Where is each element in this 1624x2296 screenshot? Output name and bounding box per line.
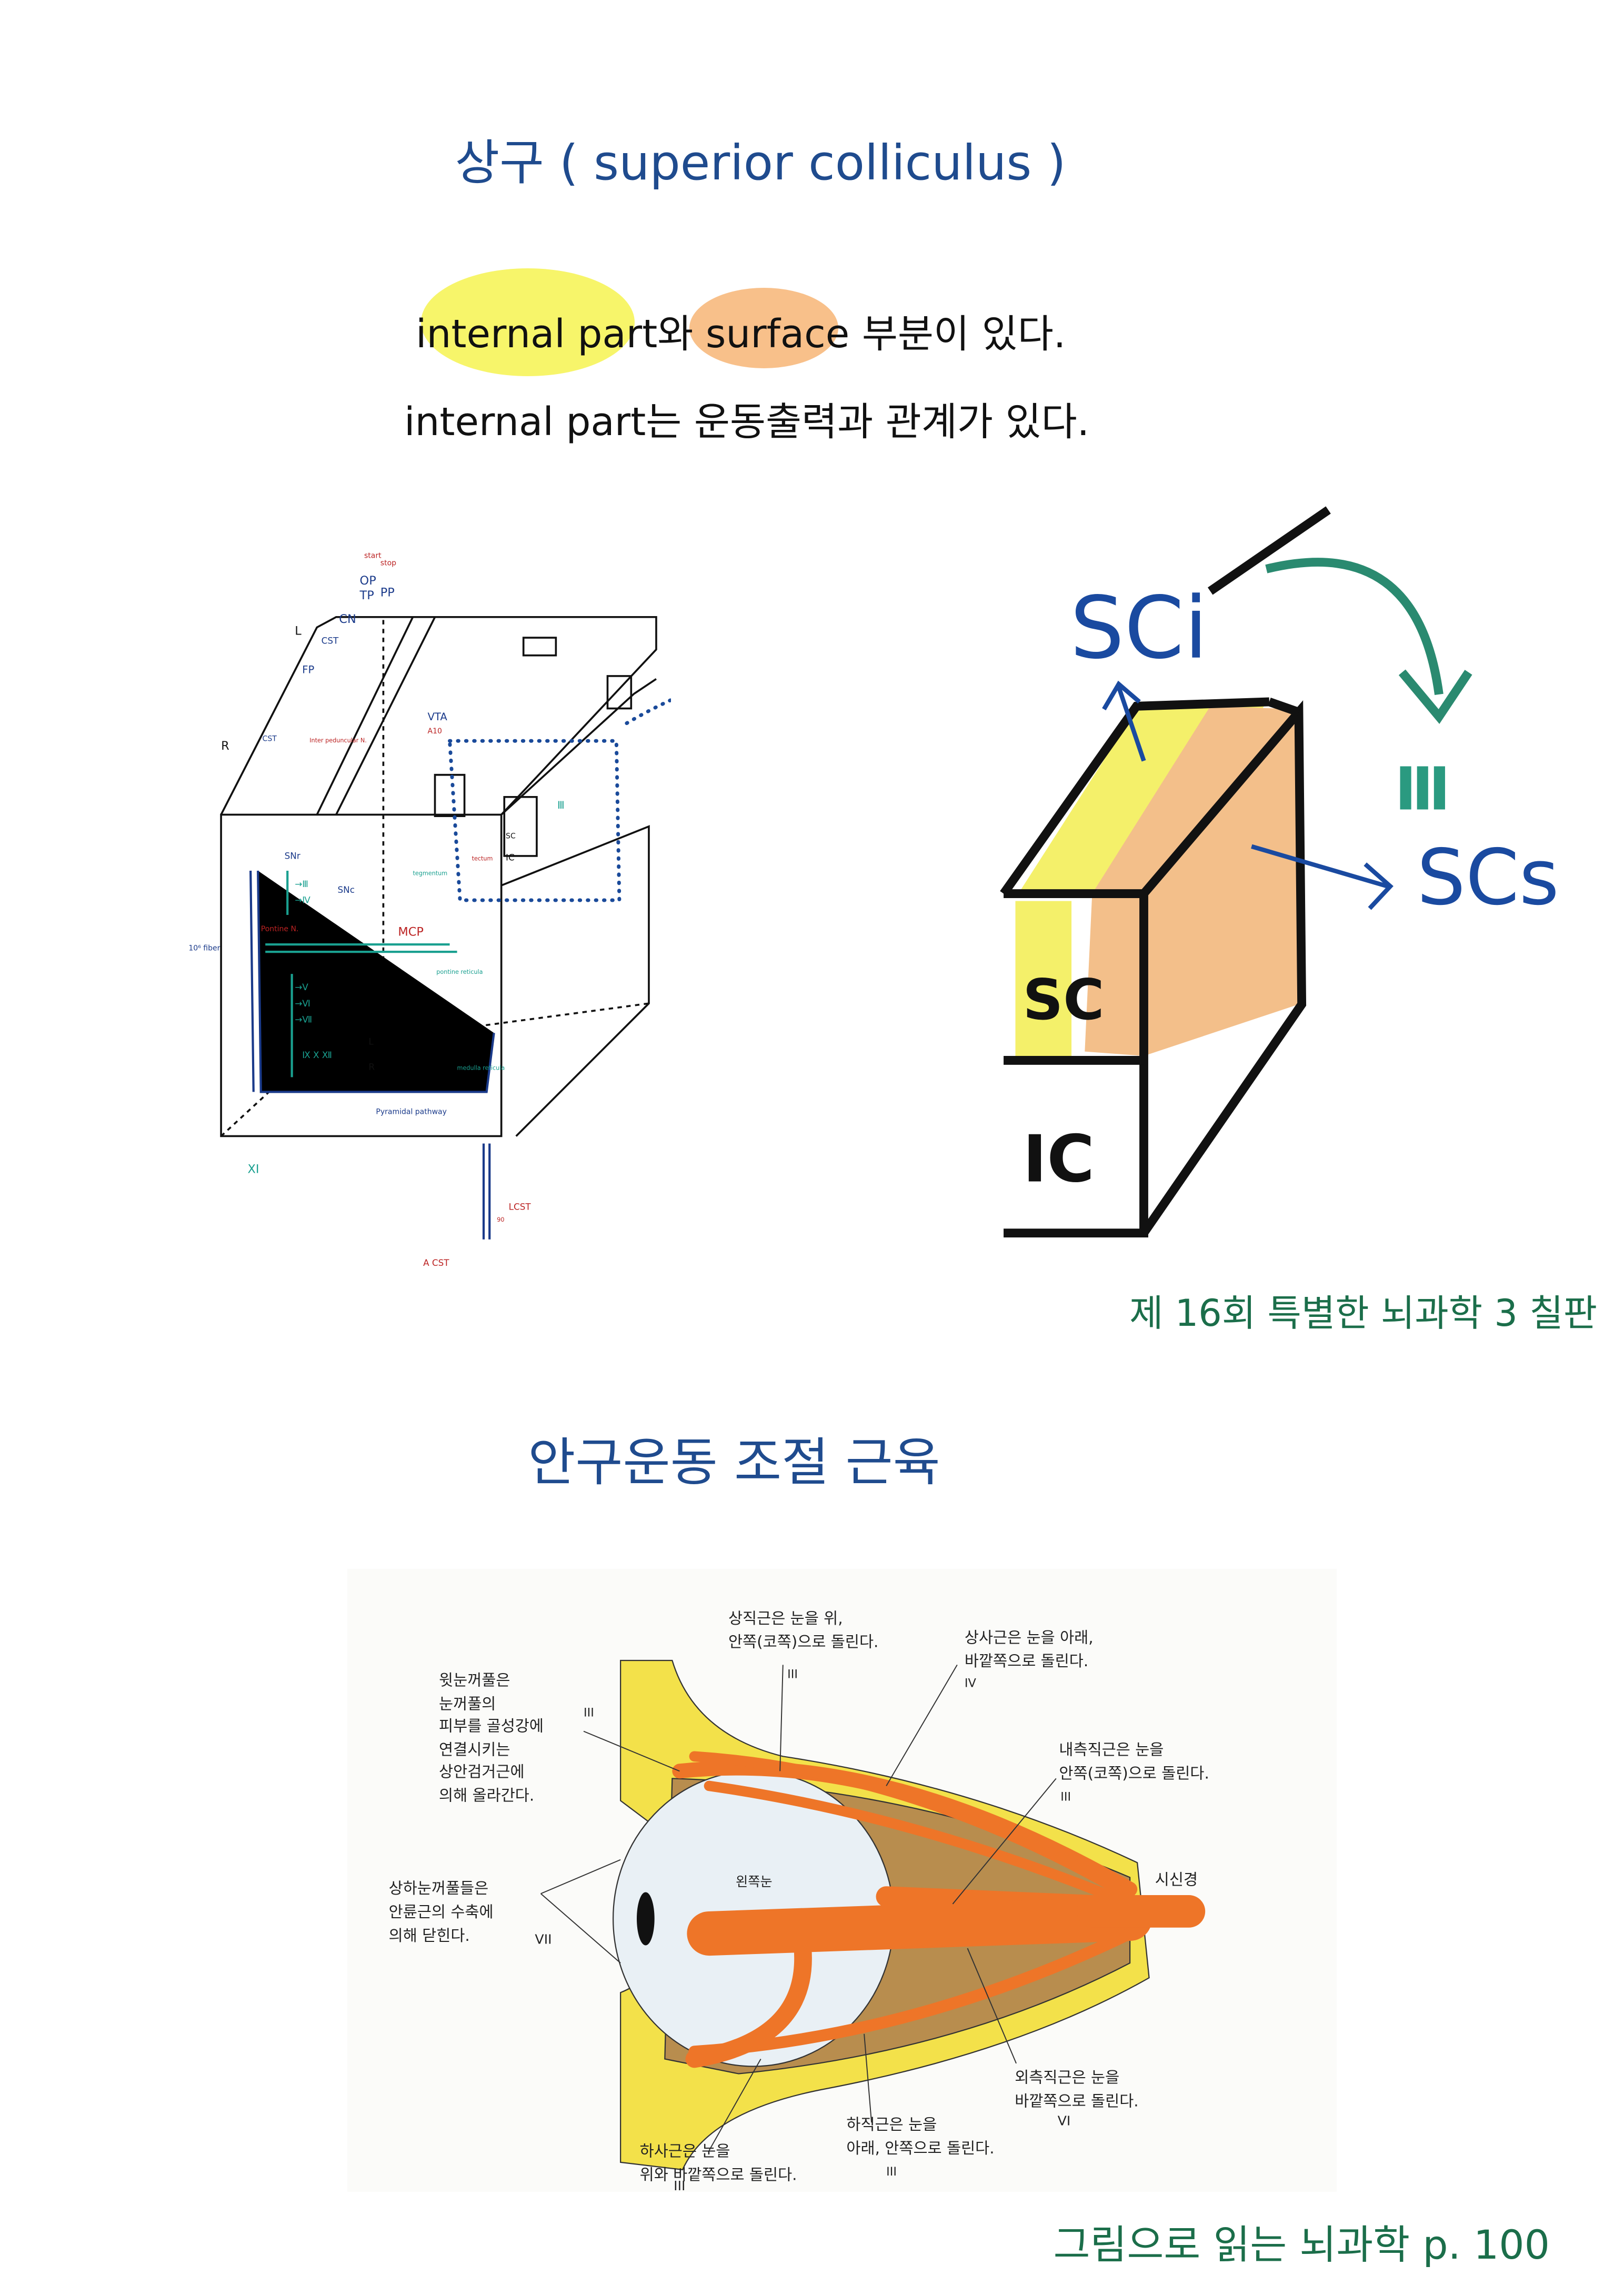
label-op: OP <box>360 574 376 588</box>
label-cst: CST <box>322 635 339 646</box>
label-ic: IC <box>506 852 515 862</box>
label-nerve: III <box>584 1706 594 1720</box>
label-orbicularis-2: 안륜근의 수축에 <box>389 1903 494 1921</box>
label-inferior-rectus-2: 아래, 안쪽으로 돌린다. <box>846 2139 994 2157</box>
label-nerve: III <box>674 2178 685 2192</box>
label-inferior-rectus: 하직근은 눈을 <box>846 2116 937 2133</box>
label-nerve: VII <box>535 1932 552 1947</box>
label-r: R <box>221 739 229 753</box>
label-tegmentum: tegmentum <box>413 870 447 877</box>
label-cn-iii: →Ⅲ <box>295 879 308 889</box>
label-superior-rectus-2: 안쪽(코쪽)으로 돌린다. <box>728 1633 878 1651</box>
label-orbicularis-3: 의해 닫힌다. <box>389 1927 470 1945</box>
label-inferior-oblique-2: 위와 바깥쪽으로 돌린다. <box>640 2166 797 2184</box>
label-cn-v: →V <box>295 982 308 992</box>
label-cn-xi: XI <box>248 1163 259 1176</box>
term-internal-part: internal part <box>416 311 658 357</box>
label-nerve: VI <box>1058 2113 1071 2129</box>
source-caption-1: 제 16회 특별한 뇌과학 3 칠판 <box>1129 1292 1597 1335</box>
superior-oblique <box>704 1780 1135 1909</box>
arrow-scs-icon <box>1251 844 1394 910</box>
label-snr: SNr <box>285 851 300 861</box>
label-cn-vi: →Ⅵ <box>295 998 310 1009</box>
label-levator-4: 연결시키는 <box>439 1741 510 1759</box>
label-medulla-reticula: medulla reticula <box>457 1064 505 1071</box>
label-sci: SCi <box>1070 579 1208 678</box>
label-vta: VTA <box>428 711 448 723</box>
label-stop: stop <box>380 559 396 568</box>
label-pyramidal-pathway: Pyramidal pathway <box>376 1107 447 1116</box>
label-superior-oblique-2: 바깥쪽으로 돌린다. <box>965 1652 1088 1670</box>
label-fiber: 10⁶ fiber <box>188 944 220 952</box>
label-medial-rectus-2: 안쪽(코쪽)으로 돌린다. <box>1059 1764 1209 1782</box>
label-left-eye: 왼쪽눈 <box>736 1874 773 1889</box>
label-levator: 윗눈꺼풀은 <box>439 1671 510 1689</box>
text-line-1: internal part와 surface 부분이 있다. <box>416 303 1066 359</box>
label-cst-2: CST <box>263 734 277 743</box>
source-caption-2: 그림으로 읽는 뇌과학 p. 100 <box>1053 2221 1550 2268</box>
label-levator-5: 상안검거근에 <box>439 1763 525 1781</box>
label-cn: CN <box>339 612 356 626</box>
text-fragment: 부분이 있다. <box>849 311 1066 357</box>
label-lateral-rectus: 외측직근은 눈을 <box>1015 2068 1119 2086</box>
curved-arrow-icon <box>1265 558 1472 724</box>
label-tp: TP <box>359 589 374 602</box>
pupil <box>637 1892 655 1946</box>
label-mcp: MCP <box>398 925 424 939</box>
label-superior-oblique: 상사근은 눈을 아래, <box>965 1628 1094 1646</box>
label-nerve: III <box>1060 1790 1071 1804</box>
label-sc: SC <box>1023 968 1105 1033</box>
label-pontine-n: Pontine N. <box>261 925 299 933</box>
label-a10: A10 <box>428 727 442 736</box>
eye-muscle-diagram: 상직근은 눈을 위, 안쪽(코쪽)으로 돌린다. III 상사근은 눈을 아래,… <box>347 1569 1337 2192</box>
label-nerve: III <box>886 2165 897 2179</box>
label-lcst: LCST <box>509 1202 532 1212</box>
label-scs: SCs <box>1417 833 1559 922</box>
text-line-2: internal part는 운동출력과 관계가 있다. <box>404 399 1090 445</box>
term-surface: surface <box>705 311 850 357</box>
label-cn-iv: →Ⅳ <box>295 895 310 905</box>
label-fp: FP <box>302 663 314 676</box>
label-ic: IC <box>1023 1121 1095 1197</box>
brainstem-block-diagram: start stop OP TP PP CN L CST FP R CST In… <box>188 552 671 1268</box>
label-superior-rectus: 상직근은 눈을 위, <box>728 1609 843 1627</box>
sc-ic-zoom-diagram: SC IC SCi SCs Ⅲ <box>1000 506 1559 1238</box>
text-fragment: 와 <box>657 311 706 357</box>
highlight-internal <box>421 268 635 376</box>
label-nerve: IV <box>965 1676 977 1690</box>
label-cn-vii: →Ⅶ <box>295 1014 312 1025</box>
label-orbicularis: 상하눈꺼풀들은 <box>389 1879 489 1897</box>
label-nerve: III <box>787 1668 798 1681</box>
label-levator-3: 피부를 골성강에 <box>439 1717 544 1735</box>
label-levator-2: 눈꺼풀의 <box>439 1695 496 1713</box>
lateral-rectus <box>687 1896 1152 1956</box>
label-cn-ix-x-xii: Ⅸ Ⅹ Ⅻ <box>302 1050 332 1060</box>
arrow-sci-icon <box>1102 680 1146 762</box>
label-medial-rectus: 내측직근은 눈을 <box>1059 1741 1164 1759</box>
label-acst: A CST <box>423 1257 449 1268</box>
label-cn-iii: Ⅲ <box>1395 756 1450 824</box>
label-pp: PP <box>380 586 395 600</box>
sc-surface-orange <box>1085 706 1299 1056</box>
label-inferior-oblique: 하사근은 눈을 <box>640 2142 730 2160</box>
section-title-superior-colliculus: 상구 ( superior colliculus ) <box>455 135 1066 191</box>
inferior-oblique <box>685 1910 812 2068</box>
label-iii-top: Ⅲ <box>557 799 565 811</box>
label-optic-nerve: 시신경 <box>1155 1870 1198 1888</box>
label-levator-6: 의해 올라간다. <box>439 1786 534 1804</box>
label-lateral-rectus-2: 바깥쪽으로 돌린다. <box>1015 2092 1138 2110</box>
label-pontine-reticula: pontine reticula <box>436 969 483 975</box>
label-start: start <box>364 552 382 560</box>
label-l-mid: L <box>368 1036 374 1047</box>
highlight-surface <box>689 288 838 368</box>
label-interpeduncular: Inter peduncular N. <box>309 737 367 744</box>
label-tectum: tectum <box>472 855 493 862</box>
label-sc: SC <box>506 832 516 840</box>
label-90: 90 <box>497 1216 504 1223</box>
label-snc: SNc <box>338 884 355 895</box>
label-l: L <box>295 624 302 638</box>
label-r-mid: R <box>368 1061 375 1072</box>
section-title-eye-muscles: 안구운동 조절 근육 <box>528 1433 940 1493</box>
